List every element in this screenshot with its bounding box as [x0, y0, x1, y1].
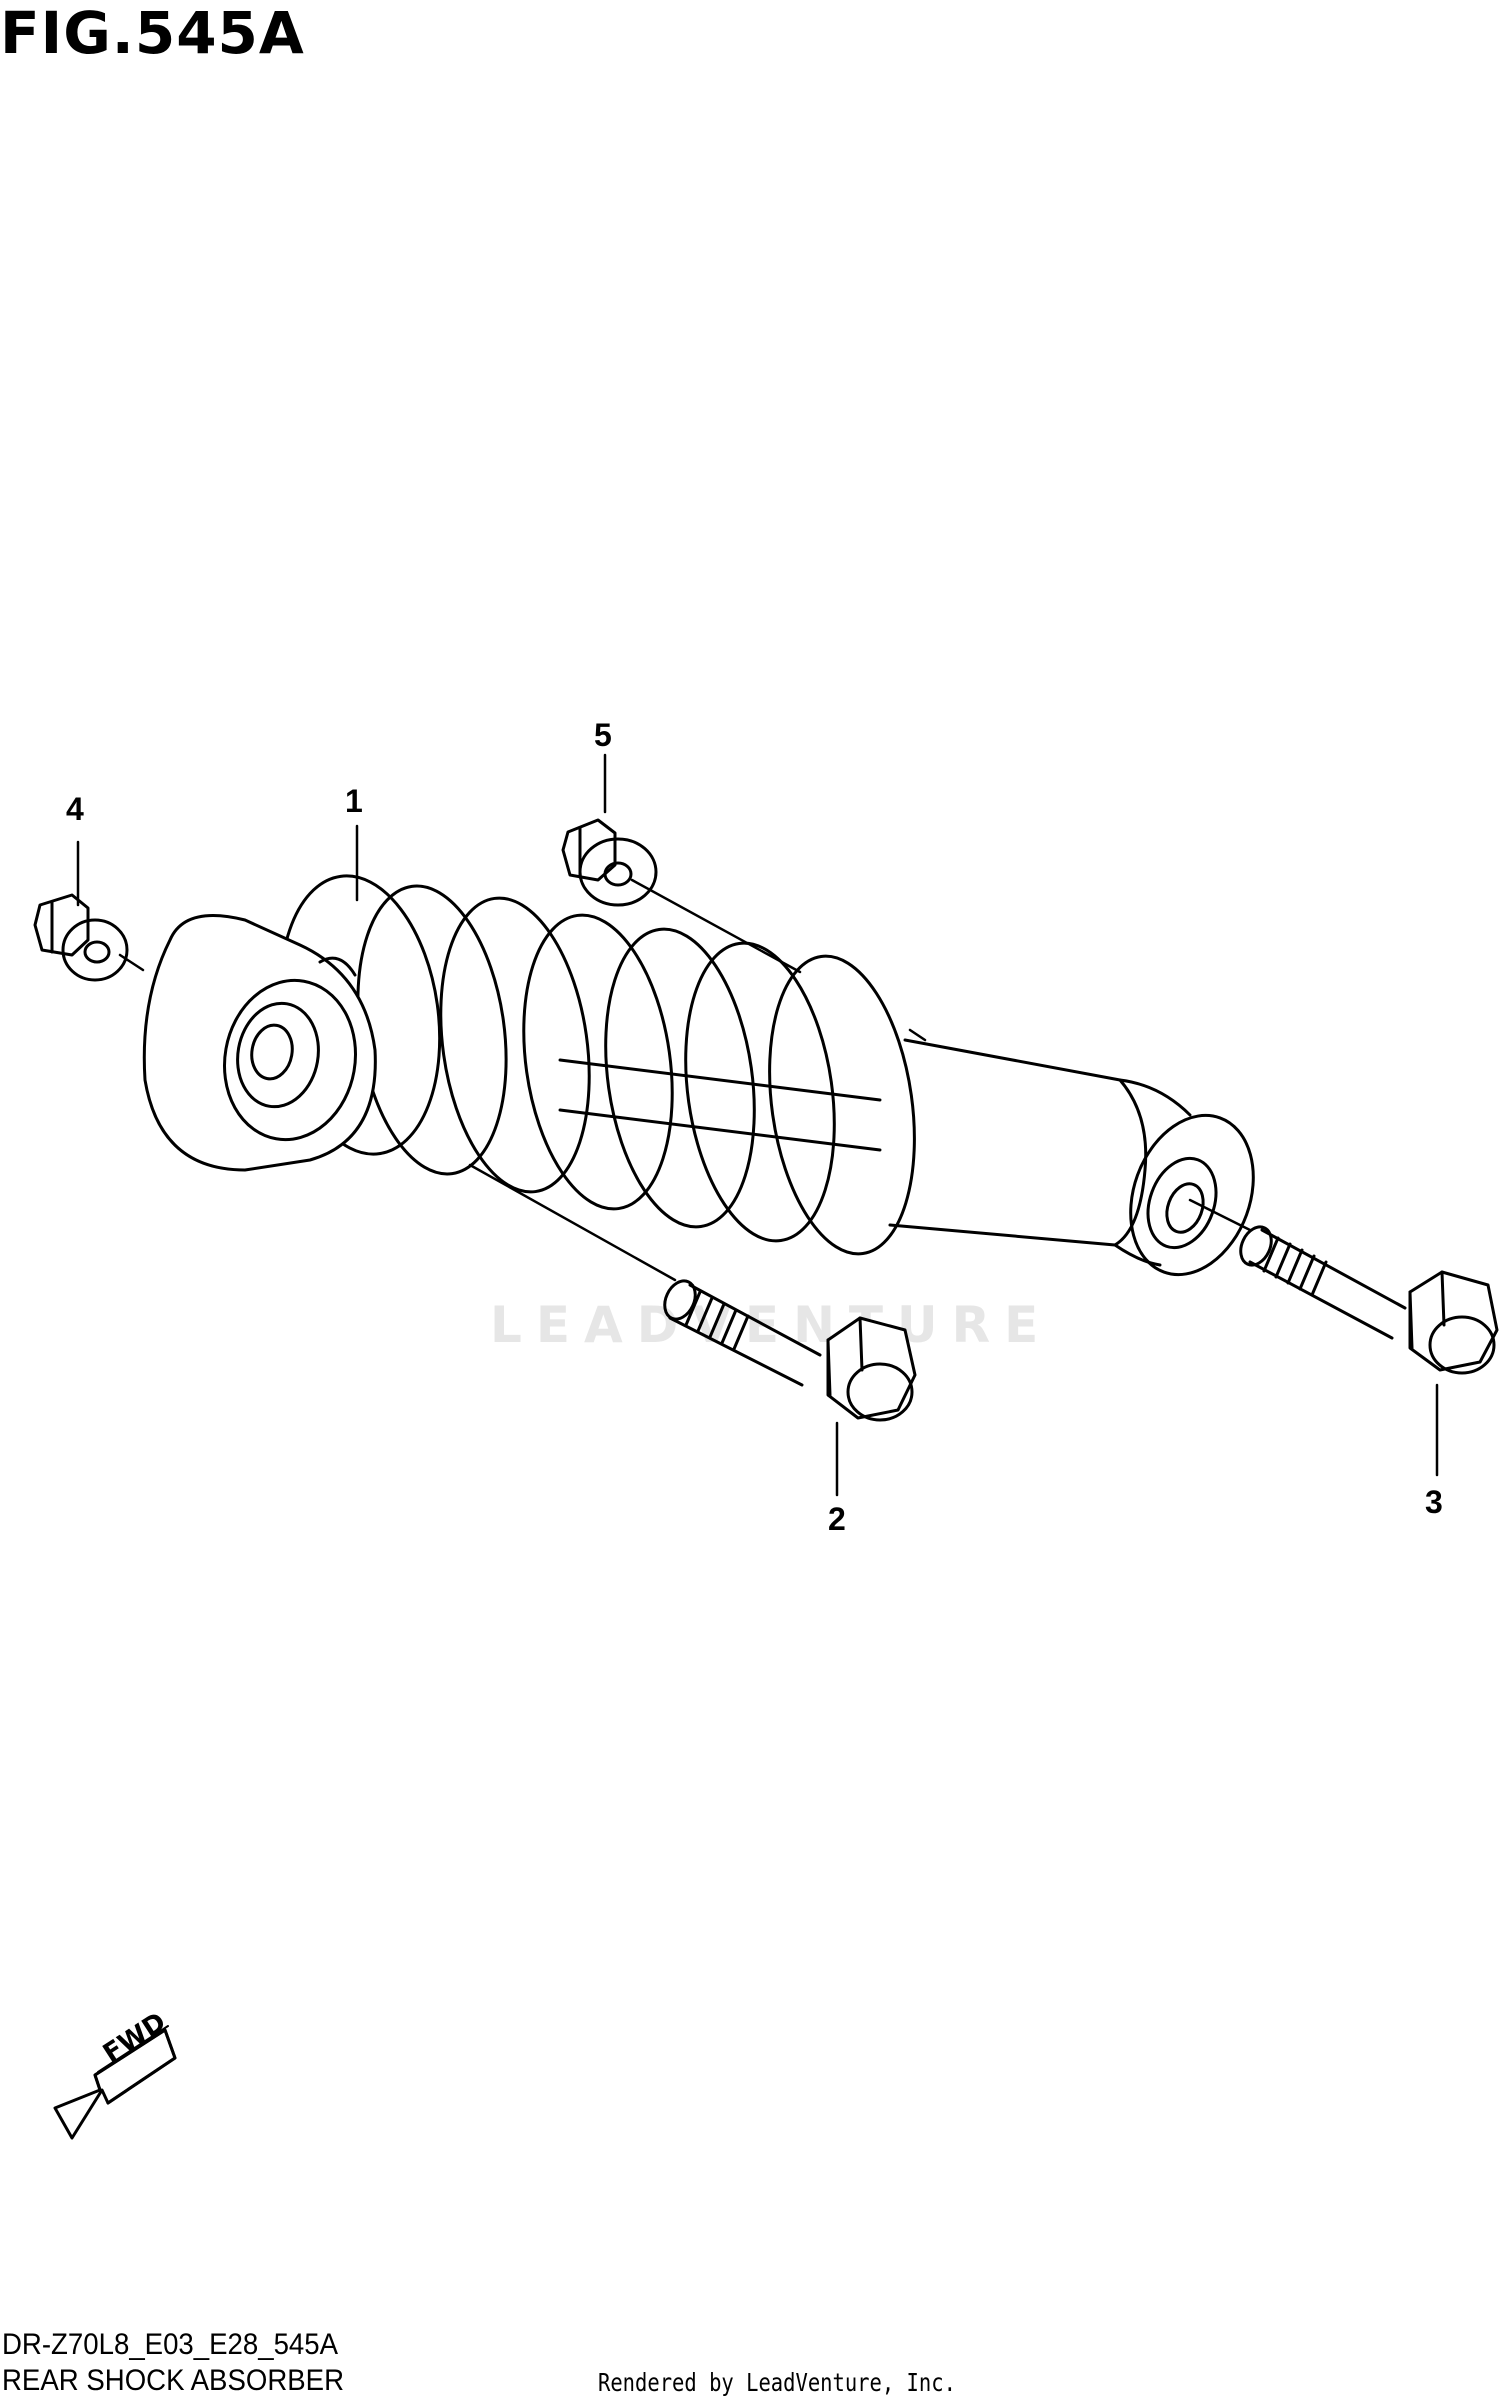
figure-title: FIG.545A — [0, 0, 305, 67]
flange-bolt-2[interactable] — [659, 1276, 917, 1422]
fwd-arrow-icon — [53, 2025, 177, 2140]
shock-absorber-1[interactable] — [142, 866, 1274, 1292]
callout-3: 3 — [1425, 1484, 1443, 1520]
figure-caption: REAR SHOCK ABSORBER — [2, 2364, 345, 2397]
callout-4: 4 — [66, 791, 84, 827]
flange-nut-4[interactable] — [33, 893, 129, 982]
flange-bolt-3[interactable] — [1235, 1222, 1499, 1375]
flange-nut-5[interactable] — [561, 818, 658, 907]
rendered-by-credit: Rendered by LeadVenture, Inc. — [598, 2368, 956, 2397]
callout-2: 2 — [828, 1501, 846, 1537]
callout-5: 5 — [594, 717, 612, 753]
callout-1: 1 — [345, 783, 363, 819]
figure-code: DR-Z70L8_E03_E28_545A — [2, 2328, 339, 2361]
